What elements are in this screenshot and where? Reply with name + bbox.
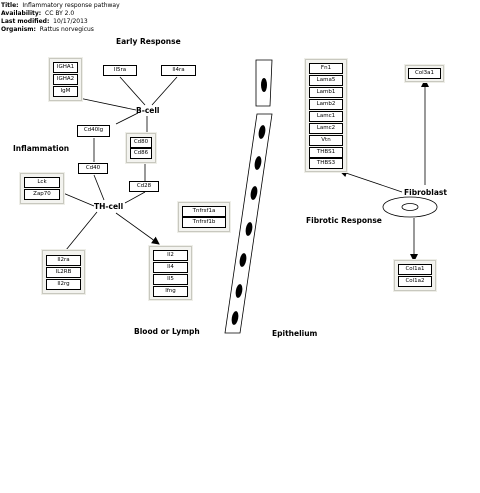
edge-fibroblast-ecm	[339, 169, 403, 193]
gene-igha1[interactable]: IGHA1	[53, 62, 78, 73]
gene-thbs1[interactable]: THBS1	[309, 147, 343, 158]
gene-igm[interactable]: IgM	[53, 86, 78, 97]
gene-cd40lg[interactable]: Cd40lg	[77, 125, 110, 137]
gene-lama5[interactable]: Lama5	[309, 75, 343, 86]
gene-lamb2[interactable]: Lamb2	[309, 99, 343, 110]
edge-lck-thcell	[62, 192, 95, 207]
edge-il5ra-bcell	[119, 76, 146, 106]
gene-thbs3[interactable]: THBS3	[309, 158, 343, 169]
fibroblast-label: Fibroblast	[404, 188, 447, 197]
gene-cd80[interactable]: Cd80	[130, 137, 152, 148]
gene-cd86[interactable]: Cd86	[130, 148, 152, 159]
blood-or-lymph-label: Blood or Lymph	[134, 327, 200, 336]
cytokines-group: Il2 Il4 Il5 Ifng	[149, 246, 192, 300]
organism-line: Organism: Rattus norvegicus	[1, 26, 94, 33]
extracellular-matrix-group: Fn1 Lama5 Lamb1 Lamb2 Lamc1 Lamc2 Vtn TH…	[305, 59, 347, 172]
epithelium-membrane	[224, 59, 273, 334]
gene-ifng[interactable]: Ifng	[153, 286, 188, 297]
edge-cd28-thcell	[124, 191, 146, 204]
epithelium-label: Epithelium	[272, 329, 318, 338]
th-cell-label: TH-cell	[94, 202, 124, 211]
gene-igha2[interactable]: IGHA2	[53, 74, 78, 85]
availability-line: Availability: CC BY 2.0	[1, 10, 75, 17]
gene-il2rg[interactable]: Il2rg	[46, 279, 81, 290]
gene-cd28[interactable]: Cd28	[129, 181, 159, 192]
fibroblast-cell	[382, 196, 438, 218]
gene-il2[interactable]: Il2	[153, 250, 188, 261]
gene-lck[interactable]: Lck	[24, 177, 60, 188]
gene-tnfrsf1b[interactable]: Tnfrsf1b	[182, 217, 226, 228]
edge-cd40-thcell	[93, 174, 105, 201]
gene-il2ra[interactable]: Il2ra	[46, 255, 81, 266]
early-response-label: Early Response	[116, 37, 181, 46]
gene-col1a1[interactable]: Col1a1	[398, 264, 432, 275]
title-line: Title: Inflammatory response pathway	[1, 2, 120, 9]
cd80-cd86-group: Cd80 Cd86	[126, 133, 156, 163]
edge-il4ra-bcell	[151, 76, 178, 106]
col1-group: Col1a1 Col1a2	[394, 260, 436, 291]
edge-cd40lg-bcell	[115, 112, 139, 125]
gene-il4[interactable]: Il4	[153, 262, 188, 273]
edge-ig-bcell	[78, 97, 137, 111]
lck-zap70-group: Lck Zap70	[20, 173, 64, 204]
gene-il5ra[interactable]: Il5ra	[103, 65, 137, 76]
gene-lamc1[interactable]: Lamc1	[309, 111, 343, 122]
gene-fn1[interactable]: Fn1	[309, 63, 343, 74]
gene-il2rb[interactable]: IL2RB	[46, 267, 81, 278]
il2-receptor-group: Il2ra IL2RB Il2rg	[42, 250, 85, 294]
b-cell-label: B-cell	[136, 106, 160, 115]
tnfrsf-group: Tnfrsf1a Tnfrsf1b	[178, 202, 230, 232]
edge-thcell-cytokines	[115, 212, 160, 245]
gene-lamc2[interactable]: Lamc2	[309, 123, 343, 134]
gene-il4ra[interactable]: Il4ra	[161, 65, 196, 76]
col3a1-group: Col3a1	[405, 65, 444, 82]
gene-cd40[interactable]: Cd40	[78, 163, 108, 174]
immunoglobulin-group: IGHA1 IGHA2 IgM	[49, 58, 82, 101]
gene-il5[interactable]: Il5	[153, 274, 188, 285]
gene-col1a2[interactable]: Col1a2	[398, 276, 432, 287]
edge-thcell-il2r	[65, 211, 98, 251]
gene-lamb1[interactable]: Lamb1	[309, 87, 343, 98]
gene-vtn[interactable]: Vtn	[309, 135, 343, 146]
inflammation-label: Inflammation	[13, 144, 70, 153]
fibrotic-response-label: Fibrotic Response	[306, 216, 382, 225]
gene-zap70[interactable]: Zap70	[24, 189, 60, 200]
gene-tnfrsf1a[interactable]: Tnfrsf1a	[182, 206, 226, 217]
last-modified-line: Last modified: 10/17/2013	[1, 18, 88, 25]
gene-col3a1[interactable]: Col3a1	[408, 68, 441, 79]
